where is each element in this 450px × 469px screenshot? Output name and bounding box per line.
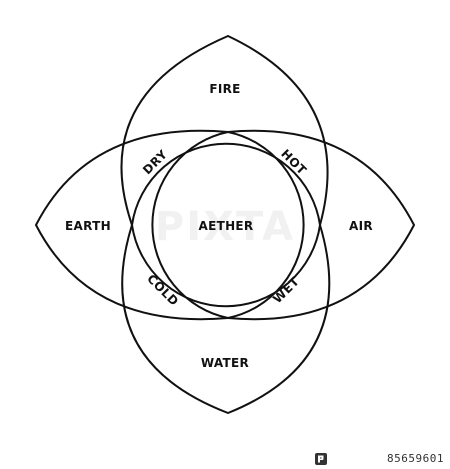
cold-label: COLD — [144, 272, 181, 309]
aether-label: AETHER — [199, 219, 254, 233]
water-label: WATER — [201, 356, 249, 370]
air-label: AIR — [349, 219, 373, 233]
watermark-text: PIXTA — [155, 204, 295, 250]
wet-label: WET — [270, 274, 302, 306]
dry-label: DRY — [140, 147, 170, 177]
earth-petal — [34, 129, 229, 321]
fire-label: FIRE — [209, 82, 240, 96]
stock-id: 85659601 — [387, 452, 444, 465]
air-petal — [227, 129, 416, 321]
earth-label: EARTH — [65, 219, 111, 233]
footer-bar: 85659601 — [0, 449, 450, 469]
pixta-logo-icon — [315, 453, 327, 465]
